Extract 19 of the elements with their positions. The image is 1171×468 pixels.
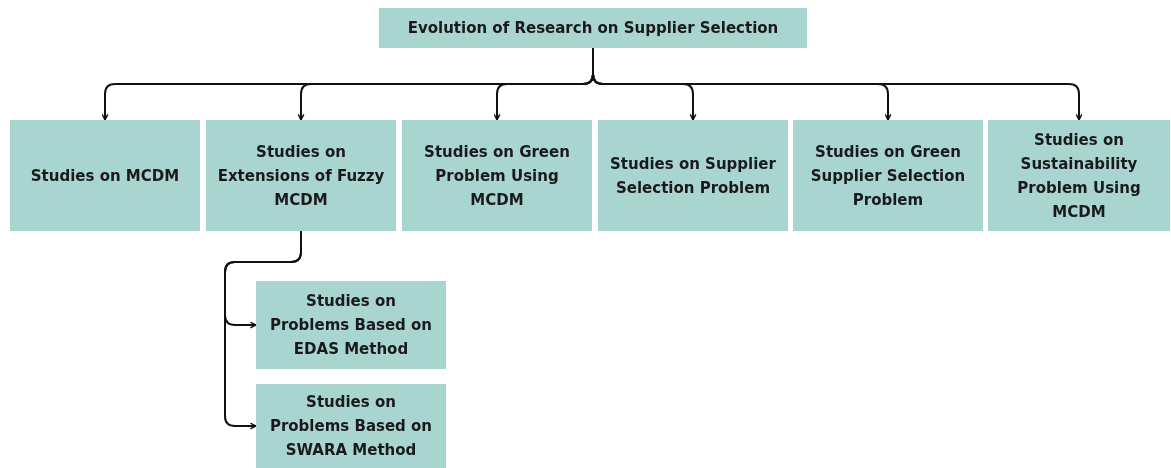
topic-box bbox=[598, 120, 788, 231]
topic-label: Studies on Green Problem Using MCDM bbox=[423, 141, 571, 211]
topic-label: Studies on Green Supplier Selection Problem bbox=[809, 141, 967, 211]
topic-label: Studies on Sustainability Problem Using MCDM bbox=[1016, 129, 1142, 223]
topic-label: Studies on Extensions of Fuzzy MCDM bbox=[216, 141, 386, 211]
topic-box bbox=[793, 120, 983, 231]
topic-box bbox=[10, 120, 200, 231]
topic-label: Studies on MCDM bbox=[30, 165, 180, 187]
topic-box bbox=[988, 120, 1170, 231]
topic-label: Studies on Problems Based on SWARA Method bbox=[268, 392, 434, 461]
topic-label: Evolution of Research on Supplier Selection bbox=[407, 18, 779, 39]
topic-box bbox=[256, 281, 446, 369]
topic-box bbox=[379, 8, 807, 48]
topic-box bbox=[256, 384, 446, 468]
topic-box bbox=[402, 120, 592, 231]
topic-label: Studies on Supplier Selection Problem bbox=[609, 153, 777, 199]
connector-arrow bbox=[224, 230, 302, 430]
topic-label: Studies on Problems Based on EDAS Method bbox=[268, 291, 434, 360]
topic-box bbox=[206, 120, 396, 231]
